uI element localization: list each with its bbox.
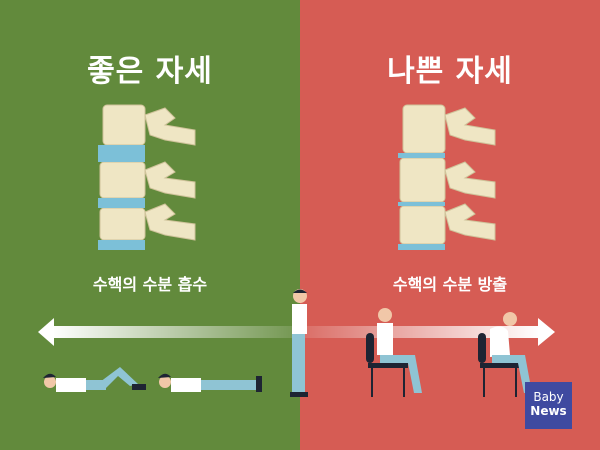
sitting-figures-icon [366, 308, 532, 397]
bad-posture-subtitle: 수핵의 수분 방출 [392, 275, 508, 294]
bad-posture-panel: 나쁜 자세 수핵의 수분 방출 Baby News [300, 0, 600, 450]
standing-figure-icon [290, 289, 308, 397]
bad-posture-title: 나쁜 자세 [387, 54, 513, 89]
healthy-spine-icon [98, 104, 196, 250]
lying-figures-icon [43, 367, 262, 392]
babynews-logo: Baby News [525, 382, 572, 429]
good-posture-title: 좋은 자세 [87, 54, 213, 89]
good-posture-panel: 좋은 자세 수핵의 수분 흡수 [0, 0, 300, 450]
arrow-left-icon [38, 318, 300, 346]
good-posture-subtitle: 수핵의 수분 흡수 [92, 275, 208, 294]
damaged-spine-icon [398, 104, 496, 250]
